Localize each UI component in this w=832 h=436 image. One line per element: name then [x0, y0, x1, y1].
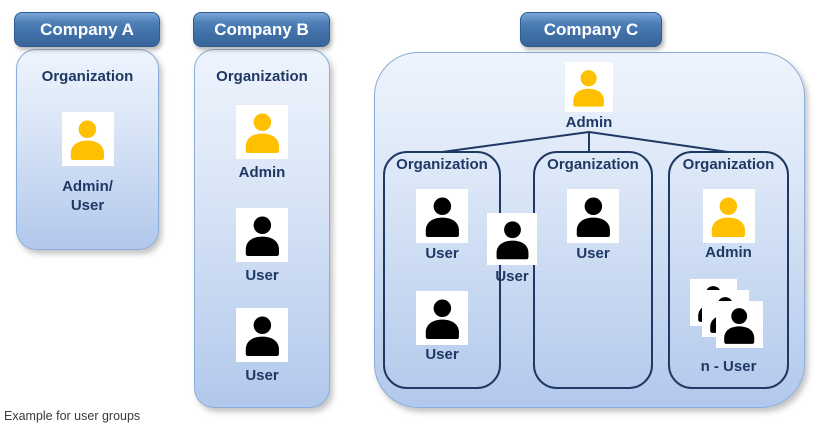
admin-person-icon	[565, 62, 613, 112]
company-c-box: Admin Organization User User Organizatio…	[374, 52, 805, 408]
org-label: Organization	[396, 156, 488, 173]
company-a-role-label: Admin/ User	[62, 178, 113, 214]
shared-user: User	[487, 213, 537, 339]
user-person-icon	[416, 189, 468, 243]
company-a-header: Company A	[14, 12, 160, 47]
company-a-box: Organization Admin/ User	[16, 49, 159, 250]
member-label: User	[425, 245, 459, 262]
member-label: Admin	[705, 244, 752, 261]
org-box-2: Organization User	[533, 151, 653, 389]
admin-person-icon	[702, 189, 755, 243]
company-a-org-label: Organization	[41, 68, 134, 85]
admin-person-icon	[236, 105, 288, 159]
company-c-title: Company C	[543, 19, 639, 39]
member-label: User	[245, 367, 279, 384]
person-stack-icon	[690, 279, 770, 353]
member-label: User	[495, 268, 529, 285]
member-label: User	[245, 267, 279, 284]
org-box-1: Organization User User	[383, 151, 501, 389]
user-person-icon	[487, 213, 537, 265]
admin-person-icon	[61, 112, 114, 166]
company-c-admin-label: Admin	[565, 114, 613, 131]
company-b-title: Company B	[214, 19, 309, 39]
member-label: User	[576, 245, 610, 262]
company-c-header: Company C	[520, 12, 662, 47]
member-label: User	[425, 346, 459, 363]
user-person-icon	[567, 189, 619, 243]
company-b-org-label: Organization	[216, 68, 308, 85]
caption: Example for user groups	[4, 409, 141, 423]
member-label: Admin	[238, 164, 286, 181]
company-a-title: Company A	[40, 19, 134, 39]
company-b-header: Company B	[193, 12, 330, 47]
org-label: Organization	[547, 156, 639, 173]
user-person-icon	[716, 301, 763, 348]
member-label: n - User	[700, 358, 757, 375]
user-person-icon	[236, 308, 288, 362]
user-person-icon	[236, 208, 288, 262]
org-label: Organization	[682, 156, 775, 173]
company-b-box: Organization Admin User User	[194, 49, 330, 408]
org-box-3: Organization Admin n - User	[668, 151, 789, 389]
user-person-icon	[416, 291, 468, 345]
